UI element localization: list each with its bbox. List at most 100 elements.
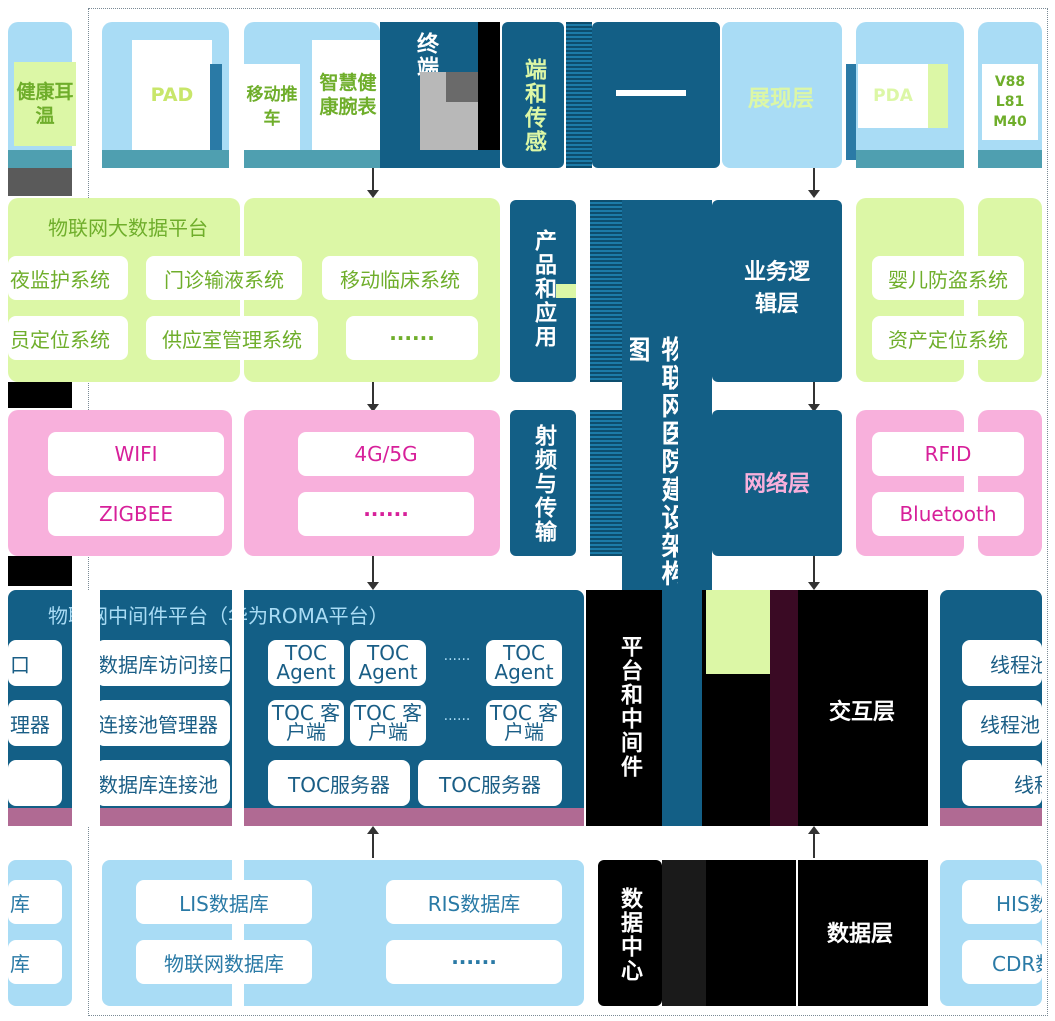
- business-logic-layer-block: [712, 200, 842, 382]
- connector-line: [372, 832, 374, 858]
- terminal-band-base-left: [8, 150, 72, 168]
- toc-server: TOC服务器: [418, 760, 562, 806]
- terminal-dark-strip: [478, 22, 500, 150]
- dark-gap: [8, 556, 72, 586]
- product-section-label: 产品和应用: [531, 229, 556, 349]
- device-pda-edge: [846, 64, 856, 160]
- dark-gap: [8, 168, 72, 196]
- network-layer-block: [712, 410, 842, 556]
- terminal-band-base: [856, 150, 964, 168]
- toc-client: TOC 客户端: [486, 700, 562, 746]
- layer-label-text: 业务逻辑层: [743, 260, 810, 317]
- rf-section-label: 射频与传输: [531, 424, 556, 544]
- connector-arrow: [808, 190, 820, 198]
- connector-line: [372, 382, 374, 406]
- toc-agent: TOC Agent: [350, 640, 426, 686]
- connector-arrow: [808, 826, 820, 834]
- db-connection-pool: 数据库连接池: [96, 760, 230, 806]
- toc-server: TOC服务器: [268, 760, 410, 806]
- system-item: 门诊输液系统: [146, 256, 302, 300]
- thread-pool: 线程池: [962, 700, 1042, 746]
- interaction-shade: [770, 590, 798, 826]
- device-label: 移动推车: [246, 85, 298, 129]
- sensing-section: [502, 22, 564, 168]
- toc-client: TOC 客户端: [268, 700, 344, 746]
- thread-pool: 线程: [962, 760, 1042, 806]
- interaction-layer-block: [798, 590, 928, 826]
- database-edge-item: 库: [8, 880, 62, 924]
- device-label: V88 L81 M40: [993, 74, 1027, 130]
- network-item: Bluetooth: [872, 492, 1024, 536]
- terminal-band-base: [102, 150, 229, 168]
- device-label: PAD: [150, 84, 194, 106]
- network-item: 4G/5G: [298, 432, 474, 476]
- connector-line: [813, 382, 815, 406]
- data-shade: [662, 860, 706, 1006]
- data-center-label: 数据中心: [617, 887, 642, 983]
- connector-line: [813, 832, 815, 858]
- device-label: 智慧健康腕表: [319, 72, 377, 118]
- data-shade-dark: [706, 860, 796, 1006]
- system-item: 移动临床系统: [322, 256, 478, 300]
- network-item: WIFI: [48, 432, 224, 476]
- stripe-column: [590, 410, 622, 556]
- device-ear-thermometer: 健康耳温: [14, 62, 76, 146]
- data-center-section: [598, 860, 662, 1006]
- connector-arrow: [367, 190, 379, 198]
- application-panel-title: 物联网大数据平台: [48, 216, 208, 240]
- middleware-edge-item: 口: [8, 640, 62, 686]
- connector-line: [372, 168, 374, 192]
- middleware-band-base: [940, 808, 1042, 826]
- dark-gap: [8, 382, 72, 408]
- network-item: RFID: [872, 432, 1024, 476]
- business-logic-layer-label: 业务逻辑层: [722, 254, 832, 324]
- device-pad: PAD: [132, 40, 212, 150]
- system-item: 供应室管理系统: [146, 316, 318, 360]
- toc-ellipsis: ······: [443, 652, 471, 668]
- connector-arrow: [808, 582, 820, 590]
- network-layer-label: 网络层: [743, 472, 810, 497]
- network-item: ······: [298, 492, 474, 536]
- database-item: RIS数据库: [386, 880, 562, 924]
- connector-line: [372, 556, 374, 584]
- network-item: ZIGBEE: [48, 492, 224, 536]
- database-item: LIS数据库: [136, 880, 312, 924]
- middleware-panel-title: 物联网中间件平台（华为ROMA平台）: [48, 604, 389, 628]
- rf-section: [510, 410, 576, 556]
- connector-arrow: [367, 826, 379, 834]
- connector-line: [813, 556, 815, 584]
- toc-ellipsis: ······: [443, 712, 471, 728]
- database-item: 物联网数据库: [136, 940, 312, 984]
- connector-arrow: [808, 404, 820, 412]
- toc-agent: TOC Agent: [268, 640, 344, 686]
- interaction-layer-label: 交互层: [828, 700, 895, 725]
- db-access-interface: 数据库访问接口: [96, 640, 230, 686]
- device-pda-side: [928, 64, 948, 128]
- band-gap: [232, 590, 244, 826]
- database-item: CDR数据库: [962, 940, 1042, 984]
- system-item: 夜监护系统: [8, 256, 128, 300]
- device-pad-edge: [210, 64, 222, 150]
- band-gap: [72, 590, 100, 826]
- terminal-band-base: [978, 150, 1042, 168]
- title-tail-shadow: [706, 674, 770, 826]
- data-layer-label: 数据层: [826, 922, 893, 947]
- device-pda: PDA: [858, 64, 928, 128]
- device-label: 健康耳温: [16, 81, 74, 127]
- presentation-layer-label: 展现层: [747, 87, 814, 112]
- sensing-section-label: 端和传感: [521, 58, 546, 154]
- system-item: ······: [346, 316, 478, 360]
- device-model-list: V88 L81 M40: [982, 64, 1038, 140]
- platform-section-label: 平台和中间件: [617, 635, 642, 779]
- data-layer-block: [798, 860, 928, 1006]
- toc-agent: TOC Agent: [486, 640, 562, 686]
- system-item: 员定位系统: [8, 316, 128, 360]
- stripe-column: [590, 200, 622, 382]
- presentation-layer-block: [722, 22, 842, 168]
- system-item: 婴儿防盗系统: [872, 256, 1024, 300]
- connector-arrow: [367, 582, 379, 590]
- middleware-band-base: [8, 808, 584, 826]
- middleware-edge-item: 理器: [8, 700, 62, 746]
- terminal-device-screen: [446, 72, 478, 102]
- connector-arrow: [367, 404, 379, 412]
